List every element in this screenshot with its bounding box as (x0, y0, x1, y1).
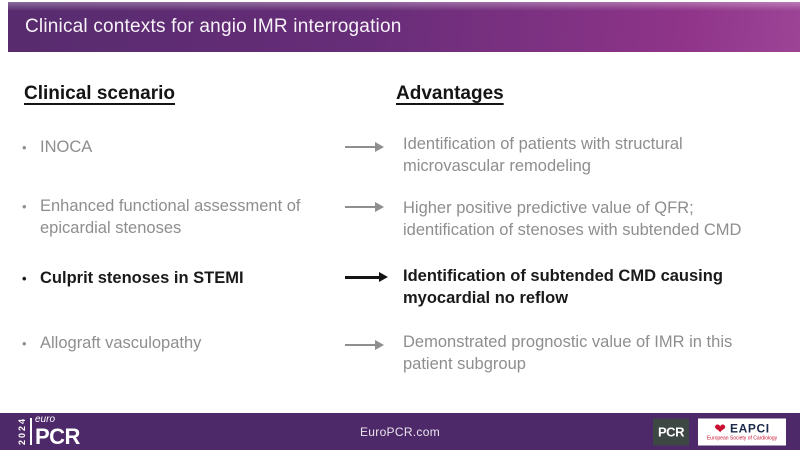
scenario-text: INOCA (40, 138, 93, 156)
eapci-subtitle: European Society of Cardiology (706, 435, 778, 441)
advantage-text: Identification of subtended CMD causing … (403, 267, 723, 307)
logo-divider (30, 418, 32, 445)
footer-badges: PCR ❤ EAPCI European Society of Cardiolo… (653, 418, 786, 445)
slide-footer-band: 2024 euro PCR EuroPCR.com PCR ❤ EAPCI Eu… (0, 413, 800, 450)
eapci-logo-badge: ❤ EAPCI European Society of Cardiology (698, 418, 786, 445)
right-arrow-icon (345, 201, 384, 212)
advantage-text: Higher positive predictive value of QFR;… (403, 199, 742, 239)
advantage-text: Identification of patients with structur… (403, 135, 683, 175)
scenario-text: Enhanced functional assessment of epicar… (40, 197, 301, 237)
right-arrow-icon (345, 339, 384, 350)
scenario-item: • Allograft vasculopathy (22, 333, 322, 355)
column-header-advantages: Advantages (396, 83, 504, 104)
logo-pcr-label: PCR (35, 424, 80, 449)
logo-year-label: 2024 (17, 417, 27, 446)
logo-euro-label: euro (35, 414, 56, 425)
eapci-name-label: EAPCI (730, 421, 770, 435)
scenario-item: • Enhanced functional assessment of epic… (22, 196, 322, 240)
column-header-clinical-scenario: Clinical scenario (24, 83, 176, 104)
europcr-url: EuroPCR.com (360, 424, 440, 439)
right-arrow-icon (345, 272, 388, 281)
scenario-item: • INOCA (22, 137, 322, 159)
right-arrow-icon (345, 141, 384, 152)
heart-icon: ❤ (714, 420, 727, 436)
scenario-text: Culprit stenoses in STEMI (40, 269, 244, 287)
advantage-text: Demonstrated prognostic value of IMR in … (403, 333, 733, 373)
bullet-icon: • (22, 199, 27, 214)
scenario-text: Allograft vasculopathy (40, 334, 202, 352)
bullet-icon: • (22, 336, 27, 351)
slide-header-band: Clinical contexts for angio IMR interrog… (8, 2, 800, 52)
scenario-item: • Culprit stenoses in STEMI (22, 268, 322, 290)
bullet-icon: • (22, 140, 27, 155)
europcr-2024-logo: 2024 euro PCR (17, 414, 80, 449)
slide-title: Clinical contexts for angio IMR interrog… (25, 16, 402, 37)
bullet-icon: • (22, 271, 27, 286)
pcr-logo-badge: PCR (653, 418, 689, 445)
